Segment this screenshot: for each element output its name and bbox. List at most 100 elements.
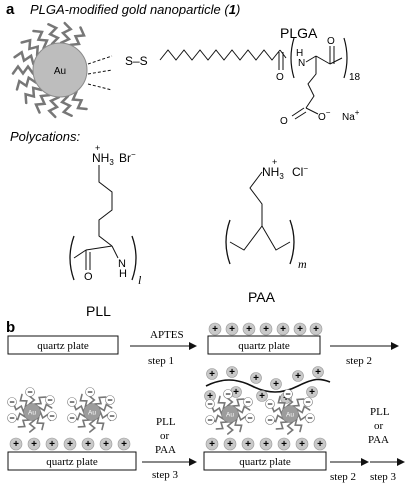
ligand-strand (36, 416, 45, 431)
pll-oxygen: O (84, 271, 93, 283)
paa-subscript: m (298, 257, 307, 271)
positive-charge-icon: + (81, 437, 95, 451)
svg-text:−: − (247, 413, 252, 423)
nanoparticles-left: Au−−−−−Au−−−−− (7, 387, 117, 433)
svg-text:+: + (263, 324, 269, 335)
pll-nh-h: H (119, 268, 127, 280)
ligand-strand (275, 421, 289, 430)
svg-text:+: + (103, 439, 109, 450)
polycations-heading: Polycations: (10, 129, 80, 144)
polycation-top-layer: +++++++++++ (204, 366, 331, 404)
svg-text:+: + (67, 439, 73, 450)
negative-charge-icon: − (67, 413, 77, 423)
positive-charge-icon: + (309, 322, 323, 336)
negative-charge-icon: − (223, 389, 233, 399)
positive-charge-icon: + (277, 437, 291, 451)
negative-charge-icon: − (205, 399, 215, 409)
ligand-strand (294, 418, 303, 433)
polycation-pll-mid: PLL (156, 416, 176, 428)
ligand-strand (217, 395, 226, 410)
svg-text:+: + (295, 371, 301, 382)
svg-text:−: − (69, 397, 74, 407)
au-core-label: Au (54, 66, 66, 77)
ligand-strand (96, 416, 105, 431)
svg-text:−: − (267, 415, 272, 425)
panel-a: a PLGA-modified gold nanoparticle (1) Au… (6, 1, 361, 319)
ligand-strand (270, 404, 283, 415)
quartz-plate-1-label: quartz plate (37, 340, 89, 352)
ligand-strand (71, 90, 88, 111)
svg-text:+: + (253, 373, 259, 384)
svg-text:+: + (207, 391, 213, 402)
positive-charge-icon: + (259, 437, 273, 451)
step3-label-mid: step 3 (152, 469, 178, 481)
ligand-strand (286, 421, 294, 435)
svg-text:−: − (69, 413, 74, 423)
positive-charge-icon: + (63, 437, 77, 451)
svg-text:+: + (259, 391, 265, 402)
ligand-strand (295, 405, 311, 414)
negative-charge-icon: − (45, 395, 55, 405)
svg-text:+: + (229, 367, 235, 378)
gold-nanoparticle-small: Au−−−−− (265, 389, 315, 435)
pll-amine-charge: + (95, 143, 100, 153)
quartz-plate-2 (207, 335, 321, 355)
svg-text:Au: Au (88, 410, 96, 417)
negative-charge-icon: − (283, 389, 293, 399)
quartz-plate-1 (7, 335, 119, 355)
paa-bracket-right (289, 219, 295, 265)
svg-text:−: − (207, 415, 212, 425)
ligand-strand (93, 396, 107, 405)
polycation-or-right: or (374, 420, 384, 432)
pll-bracket-right (131, 235, 137, 281)
svg-text:+: + (317, 439, 323, 450)
svg-text:+: + (31, 439, 37, 450)
positive-charge-icon: + (206, 368, 218, 380)
polycation-or-mid: or (160, 430, 170, 442)
pll-amine: NH3 (92, 151, 114, 167)
svg-text:+: + (263, 439, 269, 450)
paa-amine-charge: + (272, 157, 277, 167)
positive-charge-icon: + (293, 322, 307, 336)
pll-structure: NH3 + Br− O N H l PLL (69, 143, 142, 319)
ligand-strand (19, 393, 28, 408)
svg-text:−: − (305, 397, 310, 407)
svg-text:Au: Au (226, 412, 234, 419)
disulfide-label: S–S (125, 54, 148, 68)
svg-text:−: − (267, 399, 272, 409)
negative-charge-icon: − (265, 399, 275, 409)
positive-charge-icon: + (205, 437, 219, 451)
ligand-strand (20, 38, 40, 57)
ligand-strand (72, 402, 85, 413)
svg-text:+: + (212, 324, 218, 335)
ligand-strand (210, 404, 223, 415)
quartz-plate-3-label: quartz plate (46, 456, 98, 468)
amide-oxygen: O (276, 72, 284, 83)
positive-charge-icon: + (241, 437, 255, 451)
svg-text:+: + (209, 369, 215, 380)
plga-label: PLGA (280, 25, 318, 41)
svg-text:−: − (245, 397, 250, 407)
gold-nanoparticle-small: Au−−−−− (67, 387, 117, 433)
negative-charge-icon: − (205, 415, 215, 425)
negative-charge-icon: − (7, 413, 17, 423)
ligand-strand (291, 398, 305, 407)
positive-charges-row1: +++++++ (208, 322, 323, 336)
positive-charge-icon: + (312, 366, 324, 378)
svg-text:+: + (299, 439, 305, 450)
svg-text:+: + (121, 439, 127, 450)
gold-nanoparticle-small: Au−−−−− (7, 387, 57, 433)
repeat-bracket-right (343, 37, 348, 79)
svg-text:−: − (107, 395, 112, 405)
svg-text:−: − (49, 411, 54, 421)
svg-text:−: − (225, 389, 230, 399)
ligand-strand (24, 86, 43, 105)
amide-h: H (296, 48, 303, 59)
panel-a-title: PLGA-modified gold nanoparticle (1) (30, 2, 240, 17)
negative-charge-icon: − (47, 411, 57, 421)
alkyl-chain (159, 49, 281, 61)
svg-text:−: − (47, 395, 52, 405)
panel-b: b quartz plate APTES step 1 +++++++ quar… (6, 319, 405, 483)
paa-name: PAA (248, 289, 276, 305)
svg-text:−: − (109, 411, 114, 421)
